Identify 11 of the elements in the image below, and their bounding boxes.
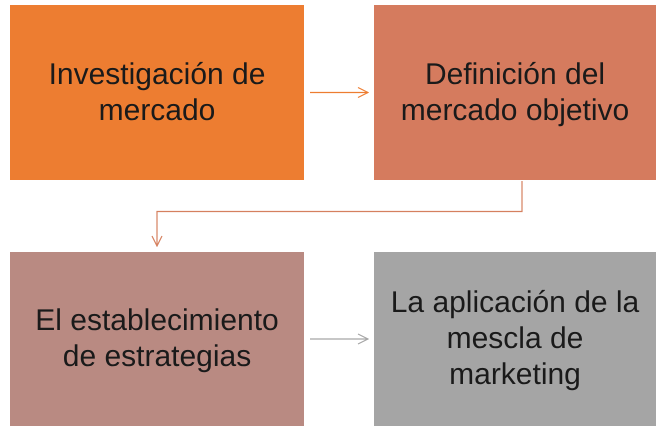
box-label: Definición del mercado objetivo (400, 56, 630, 128)
arrow (151, 181, 523, 247)
process-box (10, 5, 304, 180)
box-label: Investigación de mercado (48, 56, 266, 128)
arrow (310, 333, 369, 345)
process-box (374, 5, 656, 180)
process-box (10, 252, 304, 426)
box-label: El establecimiento de estrategias (34, 303, 280, 375)
process-box (374, 252, 656, 426)
box-label: La aplicación de la mescla de marketing (390, 285, 640, 393)
arrow (310, 86, 369, 98)
